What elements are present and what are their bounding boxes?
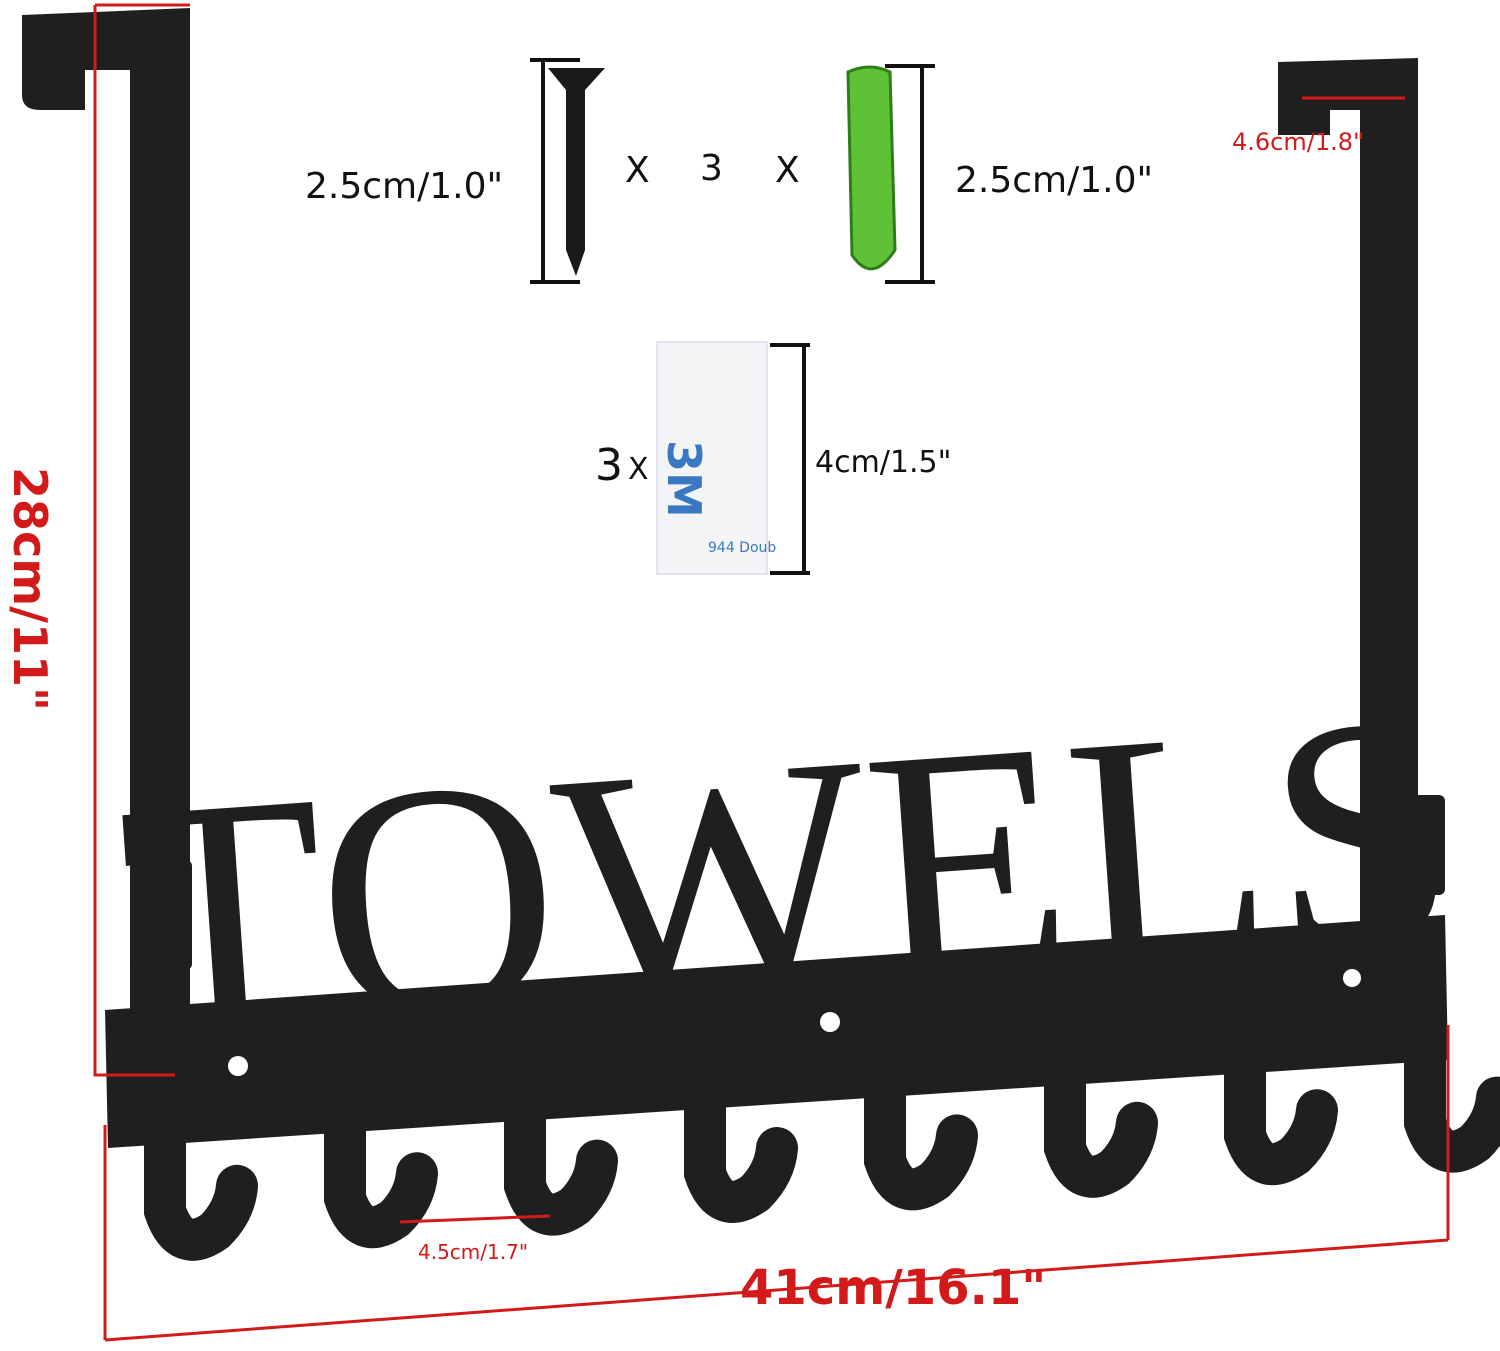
hook [144, 1094, 258, 1261]
left-tab [132, 860, 192, 970]
hook [1044, 1031, 1158, 1198]
door-gap-label: 4.6cm/1.8" [1232, 128, 1365, 156]
mount-holes [228, 969, 1361, 1076]
quantity-label: 3 [700, 148, 723, 189]
hook [324, 1082, 438, 1249]
times-sign-2: X [775, 150, 800, 191]
tape-size-label: 4cm/1.5" [815, 445, 952, 480]
width-dimension-label: 41cm/16.1" [740, 1260, 1047, 1316]
left-door-hook [22, 8, 190, 1012]
rack-frame [22, 8, 1448, 1148]
hook [504, 1069, 618, 1236]
hook [1404, 1006, 1500, 1173]
tape-qty: 3 [595, 440, 623, 491]
tape-brand: 3M [657, 440, 711, 518]
dimension-lines [93, 3, 1450, 1342]
hook [684, 1057, 798, 1223]
height-dimension-label: 28cm/11" [3, 467, 57, 711]
anchor-size-label: 2.5cm/1.0" [955, 160, 1154, 201]
hook [1224, 1019, 1338, 1186]
hooks [144, 1006, 1500, 1261]
tape-print: 944 Doub [708, 540, 777, 556]
adhesive-tape-icon: 3M [656, 341, 810, 575]
hook [864, 1044, 978, 1211]
right-door-hook [1278, 58, 1418, 1002]
screw-size-label: 2.5cm/1.0" [305, 166, 504, 207]
hook-bar [105, 915, 1448, 1148]
wall-anchor-icon [846, 64, 935, 284]
hook-spacing-label: 4.5cm/1.7" [418, 1240, 529, 1264]
times-sign-1: X [625, 150, 650, 191]
tape-times-sign: X [628, 452, 649, 487]
right-tab [1390, 795, 1445, 895]
screw-icon [530, 58, 605, 284]
